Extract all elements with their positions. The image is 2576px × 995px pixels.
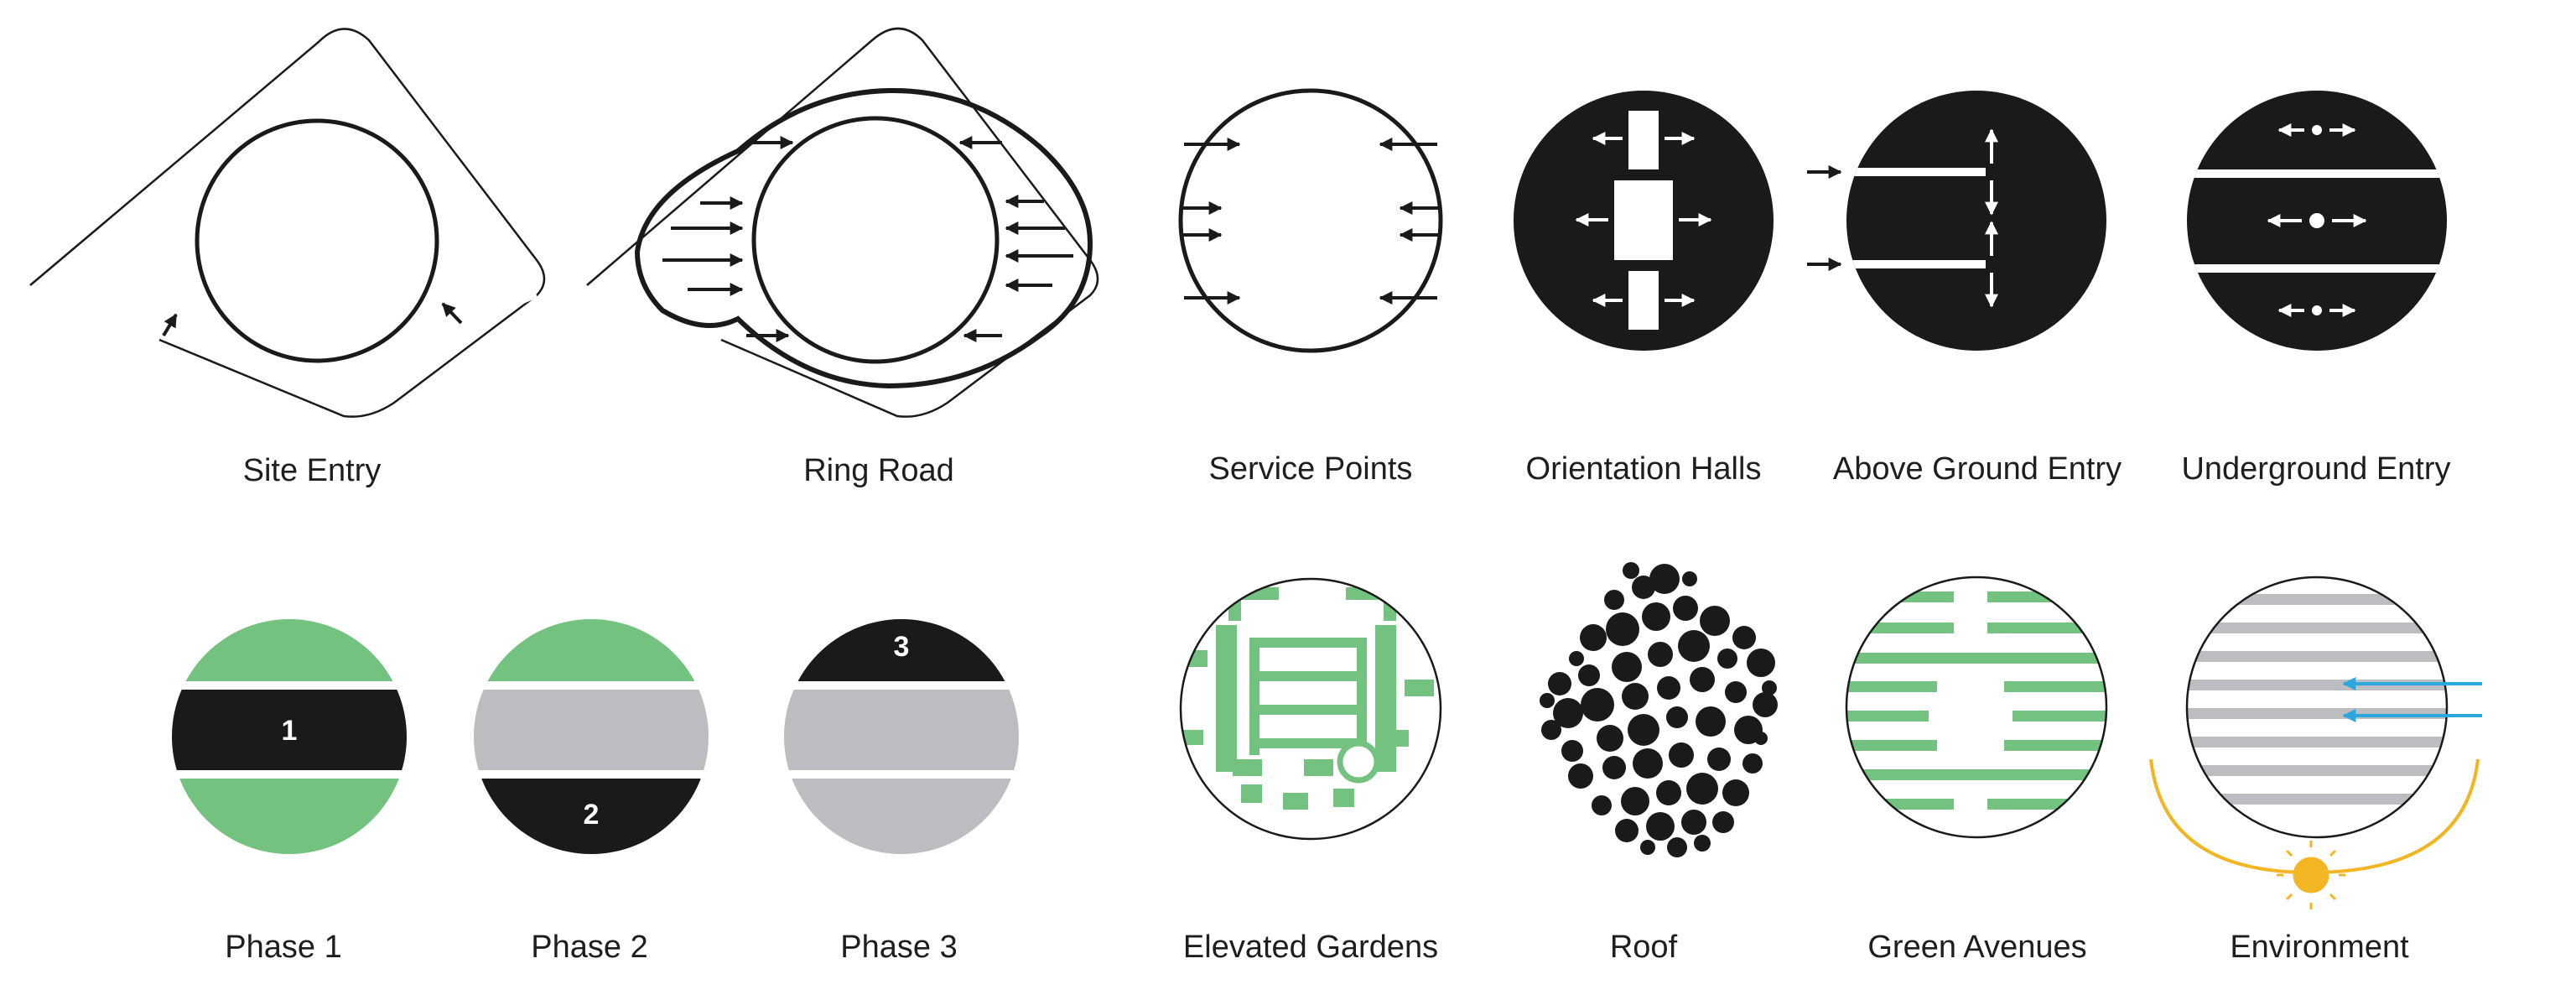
site-entry-diagram [29,28,546,418]
building-circle [751,116,1000,364]
caption-ring-road: Ring Road [803,453,954,488]
ring-road-diagram [586,27,1099,418]
environment-diagram [2149,576,2482,909]
site-boundary [586,27,1099,418]
green-avenues-diagram [1845,576,2108,839]
caption-underground-entry: Underground Entry [2181,451,2451,487]
caption-environment: Environment [2230,930,2409,965]
above-ground-entry-diagram [1807,91,2106,351]
caption-phase-1: Phase 1 [225,930,342,965]
caption-phase-3: Phase 3 [840,930,958,965]
caption-orientation-halls: Orientation Halls [1525,451,1762,487]
caption-phase-2: Phase 2 [531,930,648,965]
phase-2-label: 2 [584,799,600,831]
sun-icon [2277,841,2345,909]
roof-diagram [1540,562,1778,857]
caption-above-ground-entry: Above Ground Entry [1832,451,2122,487]
caption-elevated-gardens: Elevated Gardens [1182,930,1439,965]
underground-entry-diagram [2187,91,2447,351]
elevated-gardens-diagram [1179,577,1442,841]
caption-green-avenues: Green Avenues [1867,930,2087,965]
service-points-diagram [1178,88,1443,353]
site-boundary [29,28,546,418]
orientation-halls-diagram [1514,91,1774,351]
caption-site-entry: Site Entry [242,453,382,488]
entry-arrow-icon [162,313,178,337]
phase-3-label: 3 [894,631,910,663]
caption-service-points: Service Points [1208,451,1413,487]
caption-roof: Roof [1609,930,1678,965]
entry-arrow-icon [441,302,463,325]
ring-road-path [634,87,1093,389]
phase-1-label: 1 [282,715,298,747]
building-circle [195,118,439,363]
